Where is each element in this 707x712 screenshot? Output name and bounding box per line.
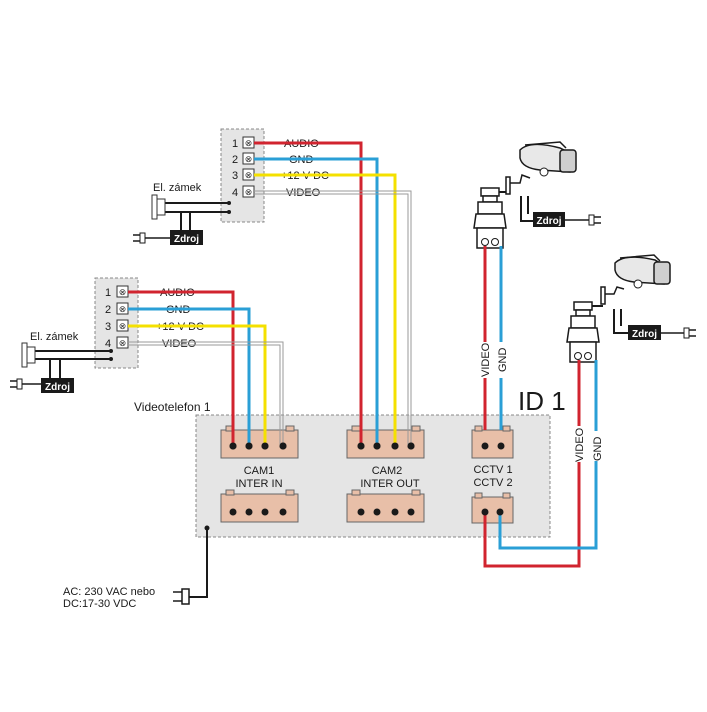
svg-text:⊗: ⊗	[119, 321, 127, 331]
plug-main-icon	[173, 588, 190, 605]
cctv-pins	[481, 442, 505, 516]
power-input-line1: AC: 230 VAC nebo	[63, 586, 155, 598]
cam1-label: CAM1	[244, 465, 275, 477]
videophone-unit: Videotelefon 1 ID 1 CAM1 INTER IN	[134, 386, 566, 538]
wire-audio-cam2	[254, 141, 363, 446]
inter-in-label: INTER IN	[235, 478, 282, 490]
wire-12v-cam2	[254, 173, 397, 446]
camera-right: Zdroj VIDEO GND	[483, 254, 696, 568]
videophone-title: Videotelefon 1	[134, 400, 211, 414]
wire-gnd-cam2	[254, 157, 379, 446]
left-lock-label: El. zámek	[30, 331, 79, 343]
videophone-id-label: ID 1	[518, 386, 566, 416]
cam2-label: CAM2	[372, 465, 403, 477]
wires-cam2	[254, 141, 412, 446]
svg-text:⊗: ⊗	[245, 138, 253, 148]
camera-top-video-label: VIDEO	[480, 342, 492, 377]
cam-pins	[229, 442, 415, 450]
top-signal-video: VIDEO	[286, 187, 321, 199]
wire-gnd-cam1	[128, 307, 251, 446]
wire-video-cam2-b	[254, 193, 409, 446]
cctv2-connector	[471, 492, 514, 524]
inter-out-connector	[346, 489, 425, 523]
wire-video-cam2-a	[254, 190, 412, 446]
left-lock-psu-label: Zdroj	[45, 382, 70, 393]
wires-cam1	[128, 290, 284, 446]
cam2-connector	[346, 425, 425, 459]
inter-out-label: INTER OUT	[360, 478, 420, 490]
camera-right-video-label: VIDEO	[574, 427, 586, 462]
svg-text:⊗: ⊗	[245, 170, 253, 180]
left-lock-psu-box	[41, 378, 74, 393]
door-lock-top-icon	[151, 194, 166, 220]
top-lock-psu-label: Zdroj	[174, 234, 199, 245]
cctv-camera-right-icon	[600, 254, 671, 305]
power-input-line2: DC:17-30 VDC	[63, 598, 136, 610]
top-lock-psu-box	[170, 230, 203, 245]
left-terminal-2: 2	[105, 304, 111, 316]
bnc-connector-top-icon	[473, 187, 510, 249]
svg-text:⊗: ⊗	[119, 338, 127, 348]
svg-text:⊗: ⊗	[119, 287, 127, 297]
main-power-input: AC: 230 VAC nebo DC:17-30 VDC	[63, 525, 210, 610]
top-lock-label: El. zámek	[153, 182, 202, 194]
top-terminal-4: 4	[232, 187, 238, 199]
wire-video-cam1-b	[128, 344, 281, 446]
top-terminal-3: 3	[232, 170, 238, 182]
wire-12v-cam1	[128, 324, 267, 446]
wire-audio-cam1	[128, 290, 235, 446]
camera-right-psu-label: Zdroj	[632, 329, 657, 340]
left-signal-video: VIDEO	[162, 338, 197, 350]
cctv1-label: CCTV 1	[473, 464, 512, 476]
plug-camera-right-icon	[661, 327, 696, 339]
camera-right-psu-box	[628, 325, 661, 340]
door-lock-left-icon	[21, 342, 36, 368]
svg-text:⊗: ⊗	[245, 187, 253, 197]
left-terminal-1: 1	[105, 287, 111, 299]
wire-camera-right-video	[483, 360, 581, 568]
door-station-top: ⊗ ⊗ ⊗ ⊗ 1 2 3 4 AUDIO GND +12 V DC VIDEO…	[133, 128, 329, 245]
camera-right-gnd-label: GND	[592, 437, 604, 462]
inter-in-connector	[220, 489, 299, 523]
svg-text:⊗: ⊗	[119, 304, 127, 314]
camera-top-psu-label: Zdroj	[537, 216, 562, 227]
bnc-connector-right-icon	[566, 301, 603, 363]
camera-top-psu-box	[533, 212, 565, 227]
camera-top-gnd-label: GND	[497, 348, 509, 373]
cctv-camera-top-icon	[505, 141, 577, 195]
svg-text:⊗: ⊗	[245, 154, 253, 164]
top-terminal-2: 2	[232, 154, 238, 166]
left-terminal-3: 3	[105, 321, 111, 333]
door-station-left: ⊗ ⊗ ⊗ ⊗ 1 2 3 4 AUDIO GND +12 V DC VIDEO…	[10, 277, 204, 393]
camera-top: Zdroj VIDEO GND	[473, 141, 601, 430]
top-terminal-1: 1	[232, 138, 238, 150]
door-station-left-terminals: ⊗ ⊗ ⊗ ⊗	[116, 285, 129, 349]
wire-video-cam1-a	[128, 341, 284, 446]
plug-camera-top-icon	[565, 214, 601, 226]
cctv2-label: CCTV 2	[473, 477, 512, 489]
cctv1-connector	[471, 425, 514, 459]
left-terminal-4: 4	[105, 338, 111, 350]
